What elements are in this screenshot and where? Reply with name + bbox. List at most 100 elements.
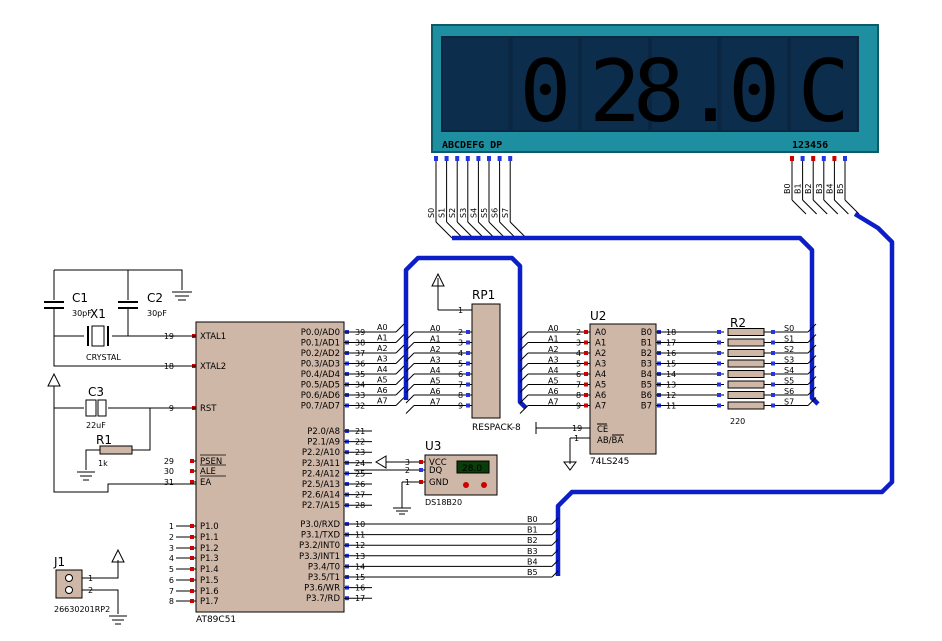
- dig-wire-bend: [834, 199, 849, 215]
- mcu-pin-name: P1.5: [200, 576, 219, 586]
- u2-pin-num: 15: [666, 360, 676, 369]
- u2-net-label: A7: [548, 398, 559, 407]
- u2-pin-name: B1: [641, 339, 652, 349]
- j1-gnd-wire: [82, 589, 119, 614]
- power-arrow-icon: [111, 548, 125, 563]
- resistor-array-r2[interactable]: R2 220: [730, 316, 746, 426]
- c1-value: 30pF: [72, 309, 92, 318]
- mcu-pin-name: P1.1: [200, 533, 219, 543]
- mcu-pin-num: 25: [355, 469, 365, 478]
- rp1-pin-dot: [466, 330, 470, 334]
- mcu-pin-num: 27: [355, 491, 365, 500]
- buffer-u2-74ls245[interactable]: U2 74LS245: [589, 309, 657, 467]
- u2-a-bend: [519, 331, 529, 341]
- u2-pin-num: 12: [666, 391, 676, 400]
- r2-net-label: S7: [784, 398, 794, 407]
- rp1-ref: RP1: [472, 288, 495, 302]
- r2-net-label: S5: [784, 377, 794, 386]
- sensor-u3-ds18b20[interactable]: U3 DS18B20 28.0: [424, 439, 498, 507]
- mcu-pin-num: 24: [355, 459, 365, 468]
- mcu-pin-name: P0.1/AD1: [301, 339, 340, 349]
- u2-pin-num: 7: [576, 381, 581, 390]
- r2-resistor: [727, 391, 765, 399]
- u2-pin-num: 3: [576, 339, 581, 348]
- mcu-pin-num: 16: [355, 584, 365, 593]
- display-seg-pin: [444, 156, 449, 161]
- u2-pin-num: 4: [576, 349, 581, 358]
- r2-out-bend: [807, 334, 817, 343]
- rp1-pin-num: 3: [458, 339, 463, 348]
- u2-a-bend: [519, 342, 529, 351]
- u2-pin-name: B0: [641, 328, 652, 338]
- display-digit-pin: [800, 156, 805, 161]
- u2-pin-name: B7: [641, 402, 652, 412]
- digit-cell: [582, 38, 648, 130]
- dig-net-label: B4: [825, 183, 834, 194]
- ea-wire: [53, 408, 196, 493]
- u3-pin-name: VCC: [429, 458, 447, 468]
- r2-pin-dot: [771, 330, 775, 334]
- r2-resistor: [727, 370, 765, 378]
- mcu-pin-name: P2.5/A13: [302, 480, 340, 490]
- mcu-at89c51[interactable]: AT89C51: [195, 321, 345, 625]
- digit-cell: [651, 38, 718, 130]
- seg-wire-bend: [456, 221, 474, 239]
- mcu-pin-name: P2.1/A9: [307, 438, 340, 448]
- u3-up-button-icon[interactable]: [481, 482, 487, 488]
- mcu-pin-dot: [190, 556, 194, 560]
- rp1-net-bend: [405, 342, 415, 351]
- r1-ref: R1: [96, 433, 112, 447]
- j1-value: 26630201RP2: [54, 605, 110, 614]
- seg-net-label: S0: [427, 208, 436, 218]
- mcu-pin-num: 6: [169, 576, 174, 585]
- dig-wire-bend: [802, 199, 817, 215]
- r2-pin-dot: [717, 340, 721, 345]
- mcu-pin-dot: [190, 535, 194, 539]
- net-label: B2: [527, 536, 538, 545]
- r2-resistor: [727, 349, 765, 357]
- mcu-pin-num: 32: [355, 402, 365, 411]
- oscillator-circuit: C1 30pF C2 30pF X1 CRYSTAL: [44, 269, 196, 367]
- u2-pin-name: A3: [595, 360, 606, 370]
- u2-pin-name: B6: [641, 391, 652, 401]
- digit-value: 0: [728, 42, 780, 142]
- mcu-pin-num: 39: [355, 328, 365, 337]
- u2-pin-name: B4: [641, 370, 652, 380]
- r2-pin-dot: [771, 393, 775, 397]
- r2-pin-dot: [717, 382, 721, 387]
- digit-bus: [555, 212, 895, 576]
- net-wire-bend: [551, 517, 559, 525]
- resistor-pack-rp1[interactable]: RP1 RESPACK-8 1: [431, 272, 521, 433]
- connector-j1[interactable]: J1 26630201RP2 1 2: [53, 548, 127, 625]
- mcu-pin-num: 1: [169, 522, 174, 531]
- mcu-pin-num: 28: [355, 501, 365, 510]
- j1-pin2-hole: [65, 586, 73, 594]
- u2-net-label: A6: [548, 387, 559, 396]
- rp1-net-label: A0: [430, 324, 441, 333]
- x1-body: [91, 325, 105, 347]
- u3-pin-dot: [419, 468, 423, 472]
- r2-pin-dot: [771, 340, 775, 345]
- mcu-pin-name: P1.6: [200, 587, 219, 597]
- mcu-pin-name: XTAL2: [200, 362, 226, 372]
- dig-net-label: B3: [815, 183, 824, 194]
- c2-bottom-wire: [112, 308, 129, 337]
- rp1-pin-dot: [466, 361, 470, 366]
- r2-resistor: [727, 380, 765, 389]
- r2-resistor: [727, 328, 765, 336]
- digit-value: C: [798, 42, 850, 142]
- r2-pin-dot: [717, 351, 721, 355]
- r2-out-bend: [807, 397, 817, 406]
- r2-pin-dot: [771, 351, 775, 355]
- u2-body: [589, 323, 657, 455]
- rp1-body: [471, 303, 501, 419]
- r2-pin-dot: [717, 361, 721, 366]
- rp1-net-label: A2: [430, 345, 441, 354]
- u2-pin-dot: [584, 382, 588, 387]
- u3-down-button-icon[interactable]: [463, 482, 469, 488]
- r2-net-label: S6: [784, 387, 794, 396]
- osc-top-wire: [54, 269, 183, 290]
- r2-ref: R2: [730, 316, 746, 330]
